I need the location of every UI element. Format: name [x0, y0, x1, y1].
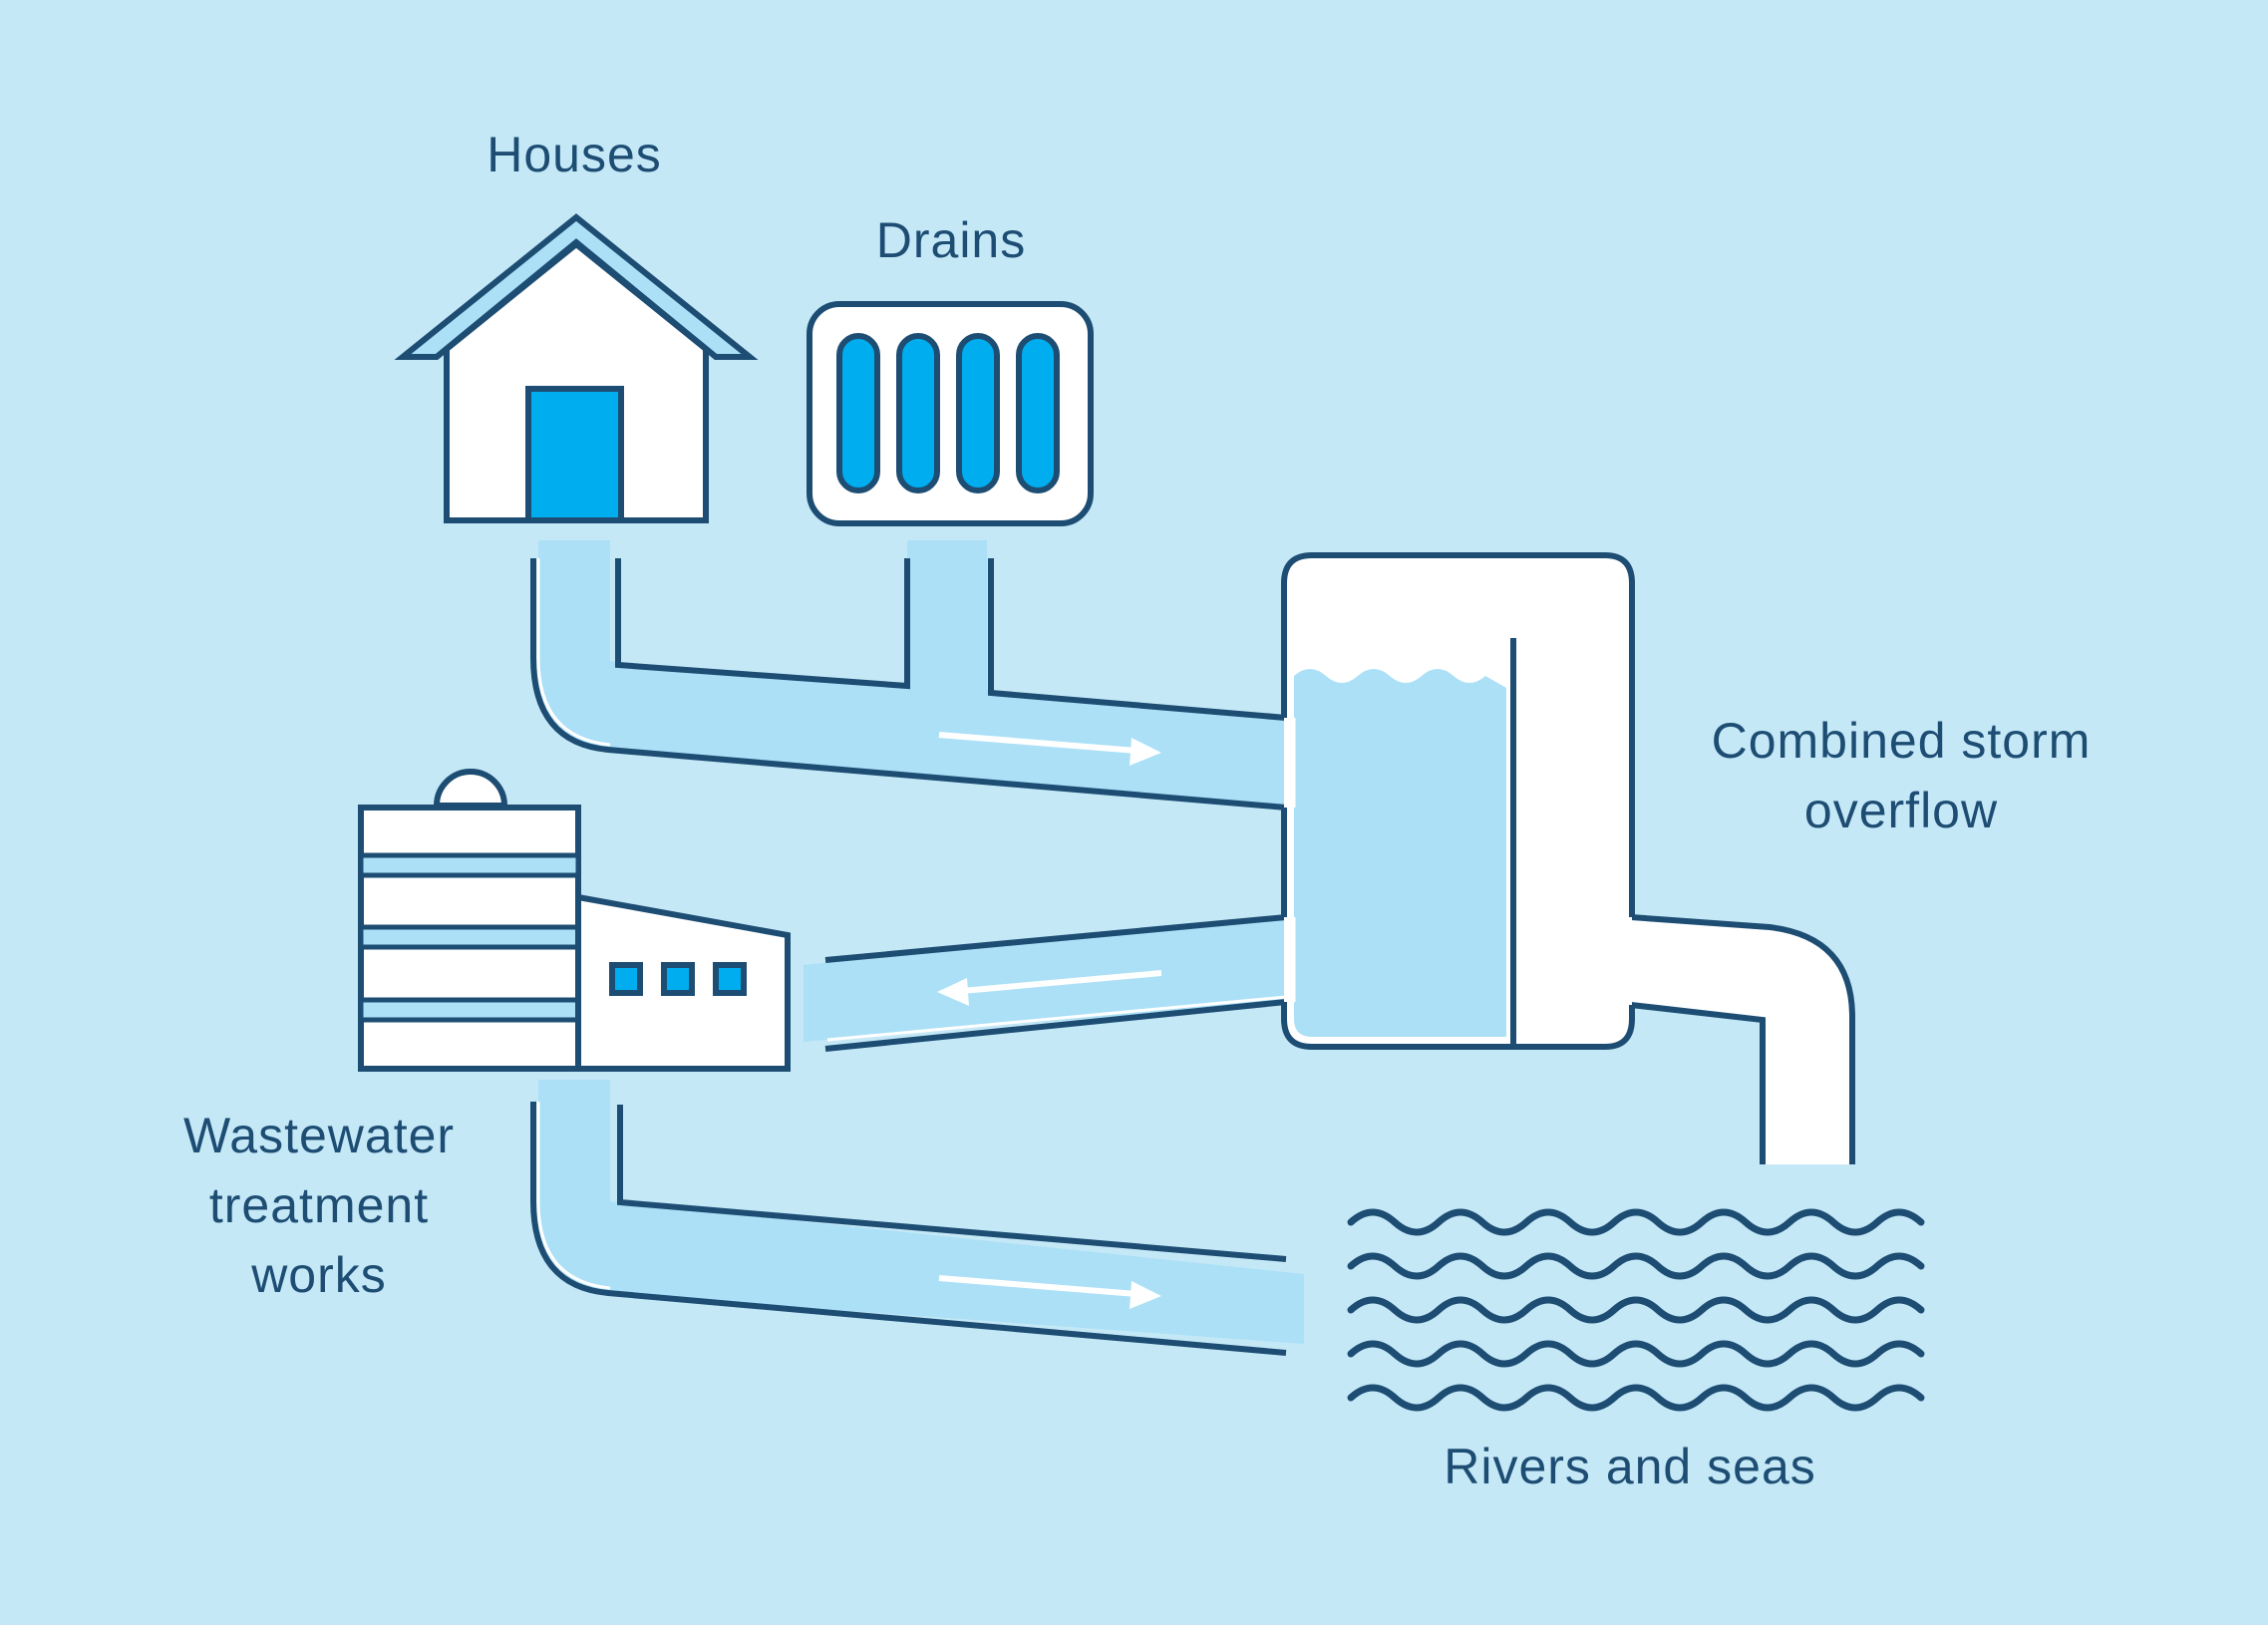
water-waves-icon — [1347, 1208, 1925, 1412]
overflow-outlet-pipe — [1625, 914, 1855, 1164]
overflow-label-line-1: Combined storm — [1712, 713, 2092, 769]
flow-arrow-left — [937, 970, 1162, 1006]
houses-label: Houses — [486, 127, 662, 182]
house-icon — [394, 213, 759, 523]
treatment-plant-icon — [358, 769, 791, 1072]
pipe-houses-to-overflow — [530, 540, 1287, 811]
flow-arrow-right-2 — [938, 1275, 1161, 1309]
overflow-label-line-2: overflow — [1804, 783, 1998, 838]
pipe-treatment-to-rivers — [530, 1080, 1304, 1356]
rivers-label: Rivers and seas — [1444, 1439, 1816, 1494]
drain-grate-icon — [807, 301, 1094, 526]
drains-label: Drains — [876, 212, 1026, 268]
treatment-label-line-3: works — [250, 1247, 387, 1303]
flow-arrow-right-1 — [938, 732, 1161, 766]
storm-overflow-tank-icon — [1281, 552, 1635, 1050]
treatment-label-line-2: treatment — [209, 1177, 429, 1233]
house-door — [525, 386, 624, 523]
pipe-overflow-to-treatment — [804, 914, 1287, 1052]
tank-water — [1294, 669, 1506, 1037]
treatment-label-line-1: Wastewater — [183, 1108, 455, 1163]
